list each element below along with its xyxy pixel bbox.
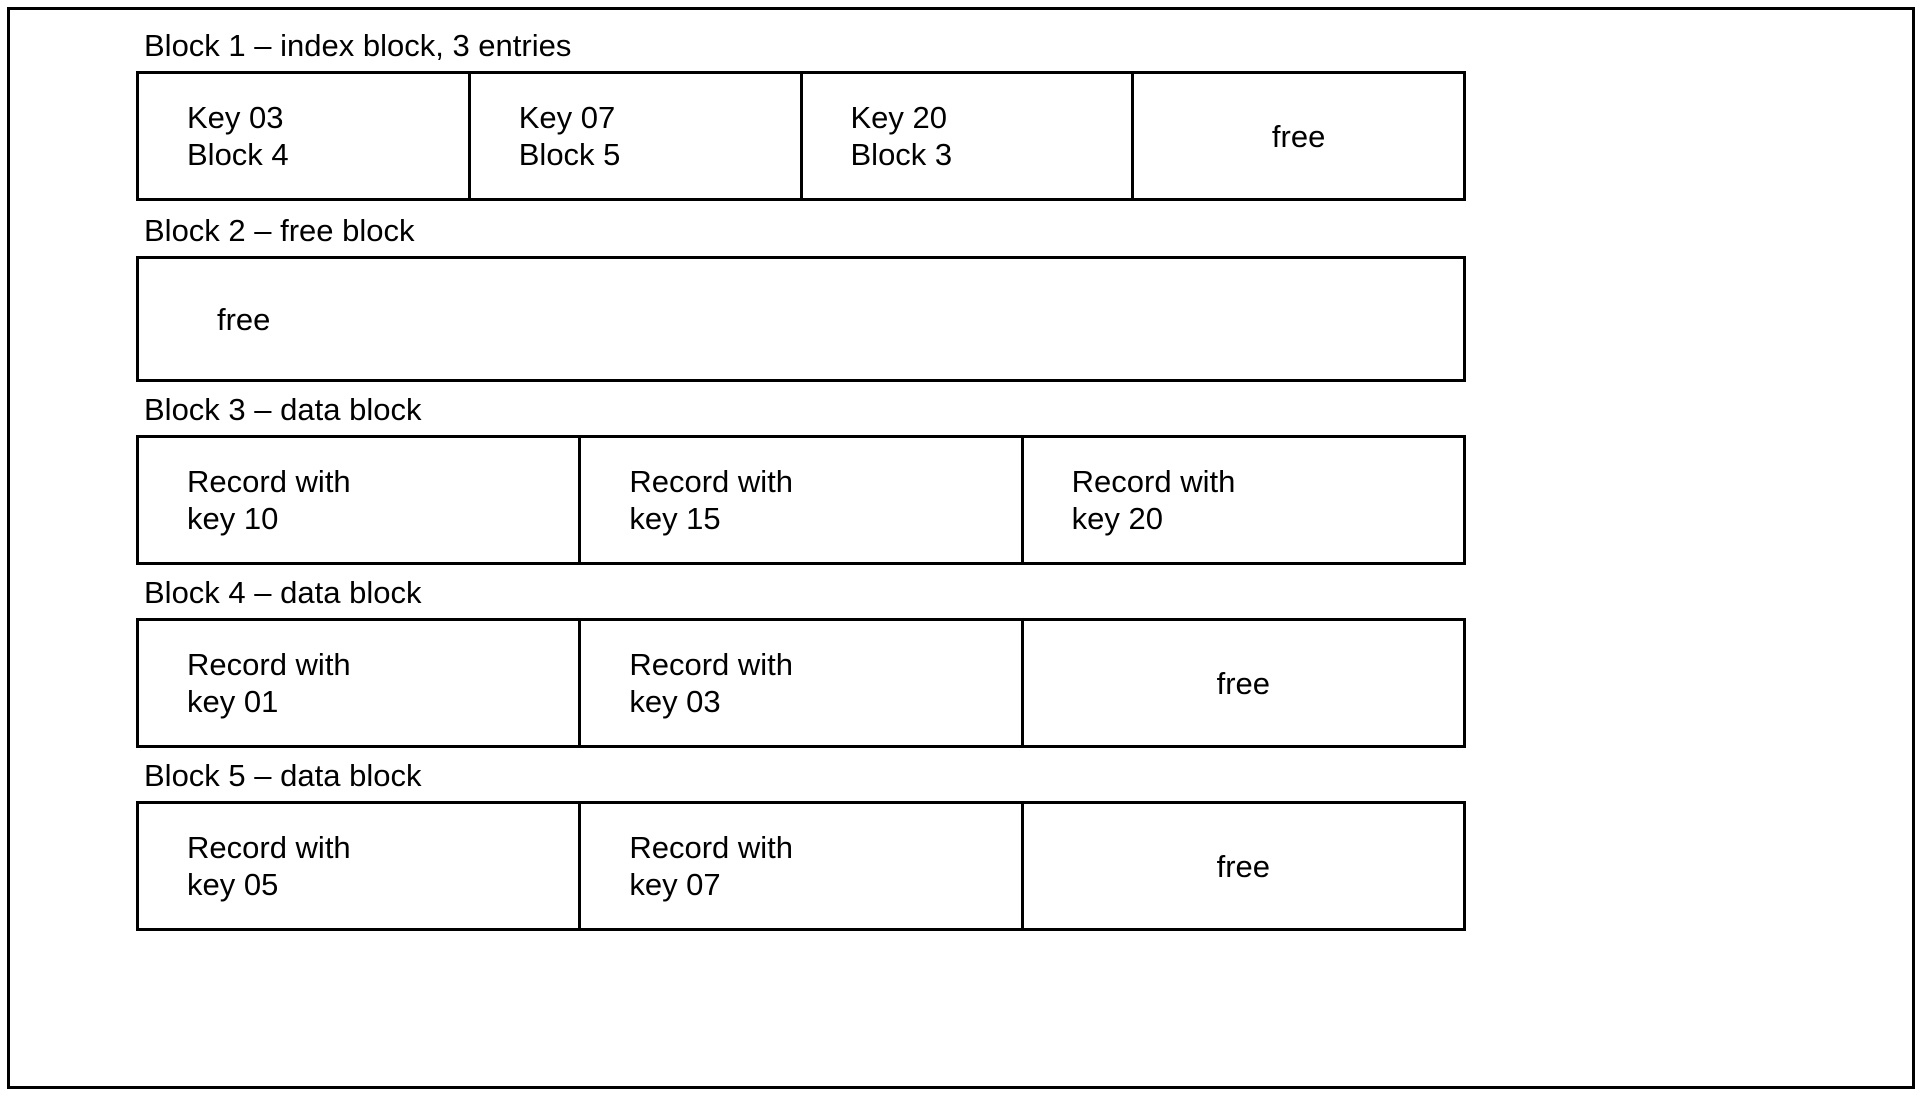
block-section-5: Block 5 – data block Record with key 05 …: [136, 758, 1476, 931]
block-5-cell-1: Record with key 05: [139, 804, 582, 928]
block-1-cell-3: Key 20 Block 3: [803, 74, 1135, 198]
block-label-3: Block 3 – data block: [144, 392, 422, 427]
block-2-cell-1-free: free: [139, 259, 1463, 379]
block-5-cell-3-text: free: [1216, 848, 1271, 884]
block-1-cell-2-text: Key 07 Block 5: [518, 100, 621, 172]
block-1-cell-2: Key 07 Block 5: [471, 74, 803, 198]
block-4-cell-3-free: free: [1024, 621, 1463, 745]
block-3-cell-1: Record with key 10: [139, 438, 582, 562]
block-3-cell-2: Record with key 15: [581, 438, 1024, 562]
block-table-3: Record with key 10 Record with key 15 Re…: [136, 435, 1466, 565]
block-section-1: Block 1 – index block, 3 entries Key 03 …: [136, 28, 1476, 201]
block-1-cell-4-text: free: [1271, 118, 1326, 154]
block-table-5: Record with key 05 Record with key 07 fr…: [136, 801, 1466, 931]
block-5-cell-2-text: Record with key 07: [629, 830, 794, 902]
block-table-2: free: [136, 256, 1466, 382]
block-section-2: Block 2 – free block free: [136, 213, 1476, 382]
block-2-cell-1-text: free: [217, 301, 271, 337]
block-1-cell-4-free: free: [1134, 74, 1463, 198]
block-5-cell-1-text: Record with key 05: [187, 830, 351, 902]
block-table-1: Key 03 Block 4 Key 07 Block 5 Key 20 Blo…: [136, 71, 1466, 201]
block-label-1: Block 1 – index block, 3 entries: [144, 28, 572, 63]
block-3-cell-3-text: Record with key 20: [1071, 464, 1236, 536]
block-4-cell-2-text: Record with key 03: [629, 647, 794, 719]
block-3-cell-1-text: Record with key 10: [187, 464, 351, 536]
block-label-4: Block 4 – data block: [144, 575, 422, 610]
block-1-cell-1-text: Key 03 Block 4: [187, 100, 289, 172]
block-4-cell-3-text: free: [1216, 665, 1271, 701]
block-4-cell-1-text: Record with key 01: [187, 647, 351, 719]
block-4-cell-1: Record with key 01: [139, 621, 582, 745]
block-5-cell-3-free: free: [1024, 804, 1463, 928]
block-3-cell-3: Record with key 20: [1024, 438, 1463, 562]
block-1-cell-3-text: Key 20 Block 3: [850, 100, 953, 172]
block-4-cell-2: Record with key 03: [581, 621, 1024, 745]
figure-outer-frame: Block 1 – index block, 3 entries Key 03 …: [7, 7, 1915, 1089]
block-table-4: Record with key 01 Record with key 03 fr…: [136, 618, 1466, 748]
block-label-2: Block 2 – free block: [144, 213, 415, 248]
block-label-5: Block 5 – data block: [144, 758, 422, 793]
block-1-cell-1: Key 03 Block 4: [139, 74, 471, 198]
block-section-4: Block 4 – data block Record with key 01 …: [136, 575, 1476, 748]
blocks-container: Block 1 – index block, 3 entries Key 03 …: [136, 28, 1476, 931]
block-section-3: Block 3 – data block Record with key 10 …: [136, 392, 1476, 565]
block-3-cell-2-text: Record with key 15: [629, 464, 794, 536]
block-5-cell-2: Record with key 07: [581, 804, 1024, 928]
